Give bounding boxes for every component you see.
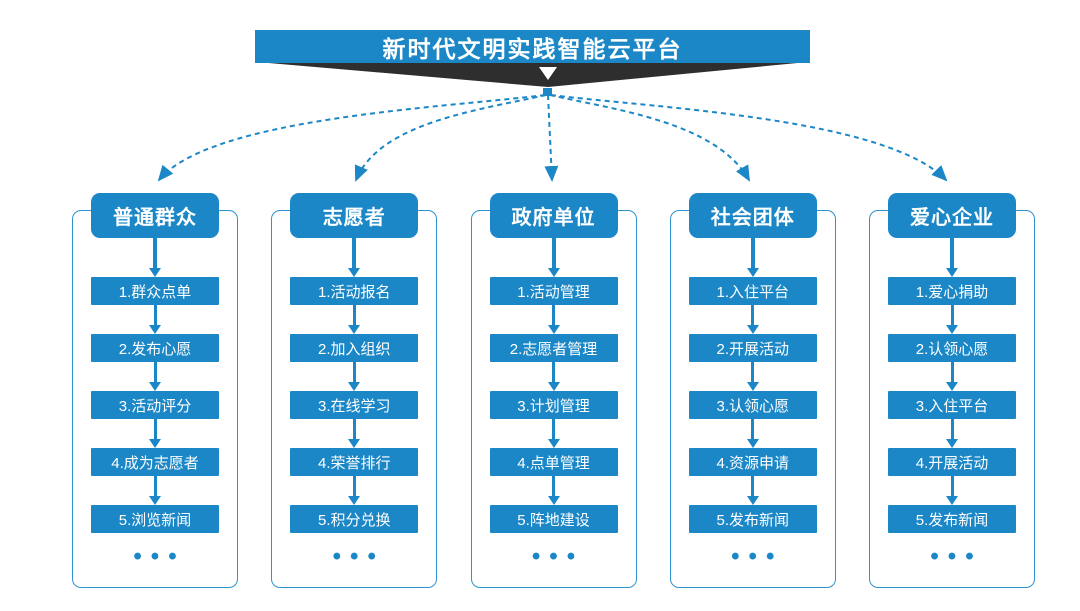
ellipsis: ••• [531, 543, 585, 570]
down-arrow-icon [946, 476, 958, 505]
flow-step: 1.活动管理 [489, 277, 618, 305]
connector-line-4 [549, 94, 750, 182]
down-arrow-icon [547, 305, 560, 334]
down-arrow-icon [746, 305, 759, 334]
down-arrow-icon [746, 238, 759, 277]
flow-step: 2.开展活动 [688, 334, 817, 362]
flow-step: 4.成为志愿者 [91, 448, 219, 476]
flow-step: 4.资源申请 [688, 448, 817, 476]
down-arrow-icon [547, 476, 560, 505]
down-arrow-icon [547, 419, 560, 448]
ellipsis: ••• [731, 543, 784, 570]
column-header: 志愿者 [290, 193, 419, 238]
connector-line-3 [544, 94, 559, 182]
flow-step: 3.在线学习 [290, 391, 419, 419]
down-arrow-icon [149, 238, 161, 277]
flow-step: 4.荣誉排行 [290, 448, 419, 476]
down-arrow-icon [547, 238, 560, 277]
flow-step: 5.浏览新闻 [91, 505, 219, 533]
down-arrow-icon [946, 419, 958, 448]
flow-step: 2.加入组织 [290, 334, 419, 362]
connector-line-2 [354, 94, 547, 182]
fan-origin-node [543, 88, 552, 96]
flow-step: 5.阵地建设 [489, 505, 618, 533]
column-card-government: 政府单位 1.活动管理 2.志愿者管理 3.计划管理 4.点单管理 5.阵地建设… [470, 193, 637, 588]
flow-step: 1.入住平台 [688, 277, 817, 305]
column-card-volunteer: 志愿者 1.活动报名 2.加入组织 3.在线学习 4.荣誉排行 5.积分兑换 •… [271, 193, 438, 588]
role-columns: 普通群众 1.群众点单 2.发布心愿 3.活动评分 4.成为志愿者 5.浏览新闻… [72, 193, 1035, 588]
down-arrow-icon [348, 305, 361, 334]
down-arrow-icon [149, 305, 161, 334]
ribbon-arrow-icon [539, 67, 557, 80]
flow-step: 5.发布新闻 [688, 505, 817, 533]
flow-step: 1.群众点单 [91, 277, 219, 305]
down-arrow-icon [149, 476, 161, 505]
ellipsis: ••• [930, 543, 983, 570]
down-arrow-icon [348, 362, 361, 391]
down-arrow-icon [946, 238, 958, 277]
down-arrow-icon [746, 476, 759, 505]
flow-step: 1.活动报名 [290, 277, 419, 305]
ellipsis: ••• [332, 543, 385, 570]
down-arrow-icon [348, 476, 361, 505]
column-card-caring-enterprise: 爱心企业 1.爱心捐助 2.认领心愿 3.入住平台 4.开展活动 5.发布新闻 … [869, 193, 1035, 588]
column-header: 爱心企业 [888, 193, 1016, 238]
connector-line-1 [157, 94, 546, 182]
down-arrow-icon [746, 419, 759, 448]
flow-step: 5.积分兑换 [290, 505, 419, 533]
flow-step: 2.认领心愿 [888, 334, 1016, 362]
down-arrow-icon [746, 362, 759, 391]
flow-step: 2.发布心愿 [91, 334, 219, 362]
platform-title-banner: 新时代文明实践智能云平台 [255, 30, 810, 63]
column-card-general-public: 普通群众 1.群众点单 2.发布心愿 3.活动评分 4.成为志愿者 5.浏览新闻… [72, 193, 238, 588]
flow-step: 3.认领心愿 [688, 391, 817, 419]
column-header: 社会团体 [688, 193, 817, 238]
flow-step: 5.发布新闻 [888, 505, 1016, 533]
ellipsis: ••• [133, 543, 186, 570]
down-arrow-icon [149, 419, 161, 448]
flow-step: 2.志愿者管理 [489, 334, 618, 362]
flow-step: 4.点单管理 [489, 448, 618, 476]
down-arrow-icon [547, 362, 560, 391]
column-header: 普通群众 [91, 193, 219, 238]
flow-step: 3.活动评分 [91, 391, 219, 419]
down-arrow-icon [946, 362, 958, 391]
flow-step: 4.开展活动 [888, 448, 1016, 476]
down-arrow-icon [348, 419, 361, 448]
column-header: 政府单位 [489, 193, 618, 238]
connector-line-5 [550, 94, 948, 182]
column-card-social-group: 社会团体 1.入住平台 2.开展活动 3.认领心愿 4.资源申请 5.发布新闻 … [669, 193, 836, 588]
flow-step: 3.入住平台 [888, 391, 1016, 419]
down-arrow-icon [348, 238, 361, 277]
flow-step: 1.爱心捐助 [888, 277, 1016, 305]
down-arrow-icon [946, 305, 958, 334]
flow-step: 3.计划管理 [489, 391, 618, 419]
down-arrow-icon [149, 362, 161, 391]
title-ribbon [257, 62, 808, 87]
